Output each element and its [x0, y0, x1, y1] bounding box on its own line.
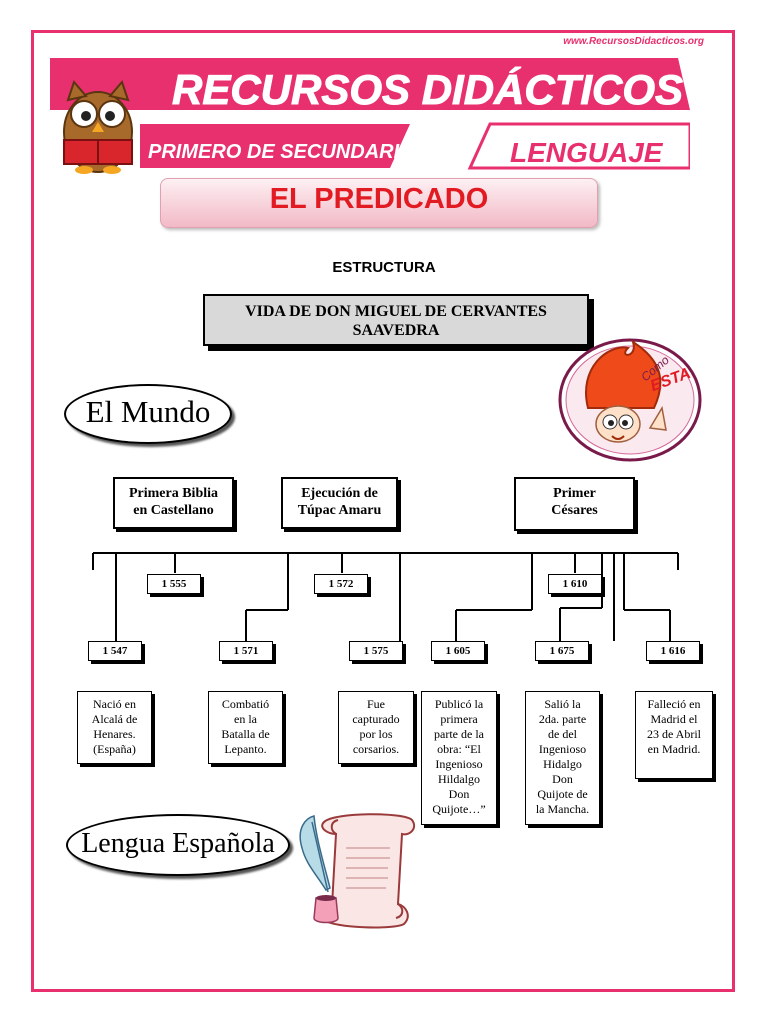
description-box: Fue capturado por los corsarios.	[338, 691, 414, 764]
description-box: Combatió en la Batalla de Lepanto.	[208, 691, 283, 764]
desc-line: Salió la	[544, 697, 581, 711]
desc-line: primera	[440, 712, 478, 726]
year-badge: 1 555	[147, 574, 201, 594]
topic-heading-line1: VIDA DE DON MIGUEL DE CERVANTES	[245, 303, 547, 320]
desc-line: Fue	[367, 697, 385, 711]
desc-line: Madrid el	[650, 712, 698, 726]
desc-line: por los	[359, 727, 393, 741]
desc-line: corsarios.	[352, 742, 400, 756]
cartoon-face-icon: ESTA Como	[558, 338, 702, 462]
owl-mascot-icon	[63, 80, 133, 174]
year-badge: 1 575	[349, 641, 403, 661]
year-badge: 1 605	[431, 641, 485, 661]
desc-line: Alcalá de	[91, 712, 138, 726]
desc-line: parte de la	[434, 727, 484, 741]
desc-line: obra: “El	[437, 742, 481, 756]
year-badge: 1 571	[219, 641, 273, 661]
event-line: Césares	[551, 503, 598, 518]
desc-line: en la	[234, 712, 257, 726]
header-banner: RECURSOS DIDÁCTICOS PRIMERO DE SECUNDARI…	[50, 58, 690, 174]
desc-line: 23 de Abril	[647, 727, 701, 741]
desc-line: la Mancha.	[535, 802, 590, 816]
event-line: Primer	[553, 486, 596, 501]
topic-heading-line2: SAAVEDRA	[352, 322, 440, 339]
event-line: Ejecución de	[301, 486, 378, 501]
subject-label: LENGUAJE	[510, 137, 664, 168]
desc-line: Lepanto.	[224, 742, 267, 756]
section-heading: ESTRUCTURA	[332, 259, 436, 276]
desc-line: Ingenioso	[538, 742, 587, 756]
desc-line: de del	[548, 727, 577, 741]
site-url[interactable]: www.RecursosDidacticos.org	[563, 36, 704, 47]
year-badge: 1 547	[88, 641, 142, 661]
year-badge: 1 610	[548, 574, 602, 594]
page-frame	[31, 30, 735, 992]
document-title: EL PREDICADO	[269, 183, 489, 215]
desc-line: Hildalgo	[438, 772, 480, 786]
desc-line: Falleció en	[647, 697, 701, 711]
desc-line: (España)	[93, 742, 136, 756]
desc-line: Publicó la	[434, 697, 484, 711]
event-line: en Castellano	[133, 503, 214, 518]
language-oval-label: Lengua Española	[66, 814, 290, 876]
desc-line: Batalla de	[221, 727, 270, 741]
desc-line: Combatió	[221, 697, 270, 711]
desc-line: Henares.	[93, 727, 136, 741]
event-box-cesares: Primer Césares	[514, 477, 635, 531]
event-box-tupac: Ejecución de Túpac Amaru	[281, 477, 398, 529]
desc-line: Don	[552, 772, 573, 786]
desc-line: capturado	[352, 712, 400, 726]
desc-line: Quijote de	[537, 787, 588, 801]
event-box-bible: Primera Biblia en Castellano	[113, 477, 234, 529]
world-oval-label: El Mundo	[64, 384, 232, 444]
year-badge: 1 675	[535, 641, 589, 661]
year-badge: 1 572	[314, 574, 368, 594]
event-line: Túpac Amaru	[297, 503, 382, 518]
desc-line: Don	[448, 787, 470, 801]
desc-line: Quijote…”	[432, 802, 486, 816]
document-title-box: EL PREDICADO	[160, 178, 598, 228]
description-box: Nació en Alcalá de Henares. (España)	[77, 691, 152, 764]
brand-title: RECURSOS DIDÁCTICOS	[172, 66, 683, 113]
year-badge: 1 616	[646, 641, 700, 661]
desc-line: 2da. parte	[538, 712, 587, 726]
scroll-quill-icon	[299, 813, 416, 929]
desc-line: Nació en	[93, 697, 136, 711]
desc-line: Ingenioso	[435, 757, 483, 771]
description-box: Publicó la primera parte de la obra: “El…	[421, 691, 497, 825]
desc-line: Hidalgo	[543, 757, 582, 771]
desc-line: en Madrid.	[647, 742, 701, 756]
event-line: Primera Biblia	[128, 486, 219, 501]
description-box: Salió la 2da. parte de del Ingenioso Hid…	[525, 691, 600, 825]
description-box: Falleció en Madrid el 23 de Abril en Mad…	[635, 691, 713, 779]
grade-label: PRIMERO DE SECUNDARIA	[148, 141, 414, 163]
topic-heading-box: VIDA DE DON MIGUEL DE CERVANTES SAAVEDRA	[203, 294, 589, 346]
